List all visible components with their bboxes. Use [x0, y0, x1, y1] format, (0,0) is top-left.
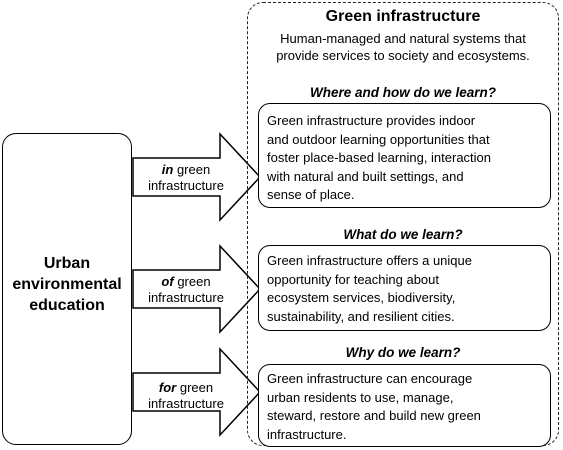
- answer-line: ecosystem services, biodiversity,: [267, 290, 456, 305]
- answer-line: urban residents to use, manage,: [267, 389, 454, 405]
- answer-box-what: Green infrastructure offers a unique opp…: [258, 245, 551, 331]
- answer-line: sustainability, and resilient cities.: [267, 308, 455, 324]
- arrow-line2-of: infrastructure: [148, 290, 224, 305]
- arrow-of-green-infrastructure: [132, 244, 262, 334]
- question-where-how: Where and how do we learn?: [309, 85, 497, 100]
- green-infrastructure-definition: Human-managed and natural systems that p…: [250, 30, 556, 64]
- arrow-rest-for: green: [176, 380, 214, 395]
- arrow-label-for: for green infrastructure: [138, 380, 234, 412]
- arrow-label-of: of green infrastructure: [138, 274, 234, 306]
- ueu-line-1: Urban: [43, 255, 91, 272]
- definition-line-1: Human-managed and natural systems that: [280, 31, 526, 46]
- arrow-line2-in: infrastructure: [148, 178, 224, 193]
- answer-line: and outdoor learning opportunities that: [267, 131, 490, 147]
- arrow-keyword-in: in: [161, 162, 174, 177]
- definition-line-2: provide services to society and ecosyste…: [276, 48, 530, 63]
- ueu-line-2: environmental: [12, 276, 122, 293]
- answer-line: with natural and built settings, and: [267, 168, 464, 184]
- arrow-keyword-of: of: [161, 274, 174, 289]
- answer-box-why: Green infrastructure can encourage urban…: [258, 364, 551, 447]
- answer-line: opportunity for teaching about: [267, 271, 440, 287]
- answer-text-what: Green infrastructure offers a unique opp…: [267, 252, 472, 326]
- arrow-rest-in: green: [173, 162, 211, 177]
- urban-environmental-education-label: Urban environmental education: [2, 253, 132, 316]
- arrow-in-green-infrastructure: [132, 132, 262, 222]
- answer-line: infrastructure.: [267, 426, 347, 442]
- arrow-label-in: in green infrastructure: [138, 162, 234, 194]
- answer-text-why: Green infrastructure can encourage urban…: [267, 370, 481, 444]
- arrow-rest-of: green: [173, 274, 211, 289]
- answer-line: steward, restore and build new green: [267, 408, 481, 423]
- answer-line: Green infrastructure provides indoor: [267, 113, 476, 128]
- question-what: What do we learn?: [343, 227, 463, 242]
- answer-line: sense of place.: [267, 187, 355, 202]
- question-why: Why do we learn?: [345, 345, 461, 360]
- urban-environmental-education-box: [2, 133, 132, 445]
- answer-text-where-how: Green infrastructure provides indoor and…: [267, 112, 491, 205]
- answer-line: Green infrastructure offers a unique: [267, 253, 472, 268]
- arrow-line2-for: infrastructure: [148, 396, 224, 411]
- arrow-for-green-infrastructure: [132, 347, 262, 437]
- answer-line: foster place-based learning, interaction: [267, 150, 492, 165]
- ueu-line-3: education: [29, 297, 105, 314]
- arrow-keyword-for: for: [158, 380, 177, 395]
- green-infrastructure-title: Green infrastructure: [325, 8, 481, 25]
- answer-line: Green infrastructure can encourage: [267, 371, 473, 386]
- answer-box-where-how: Green infrastructure provides indoor and…: [258, 103, 551, 208]
